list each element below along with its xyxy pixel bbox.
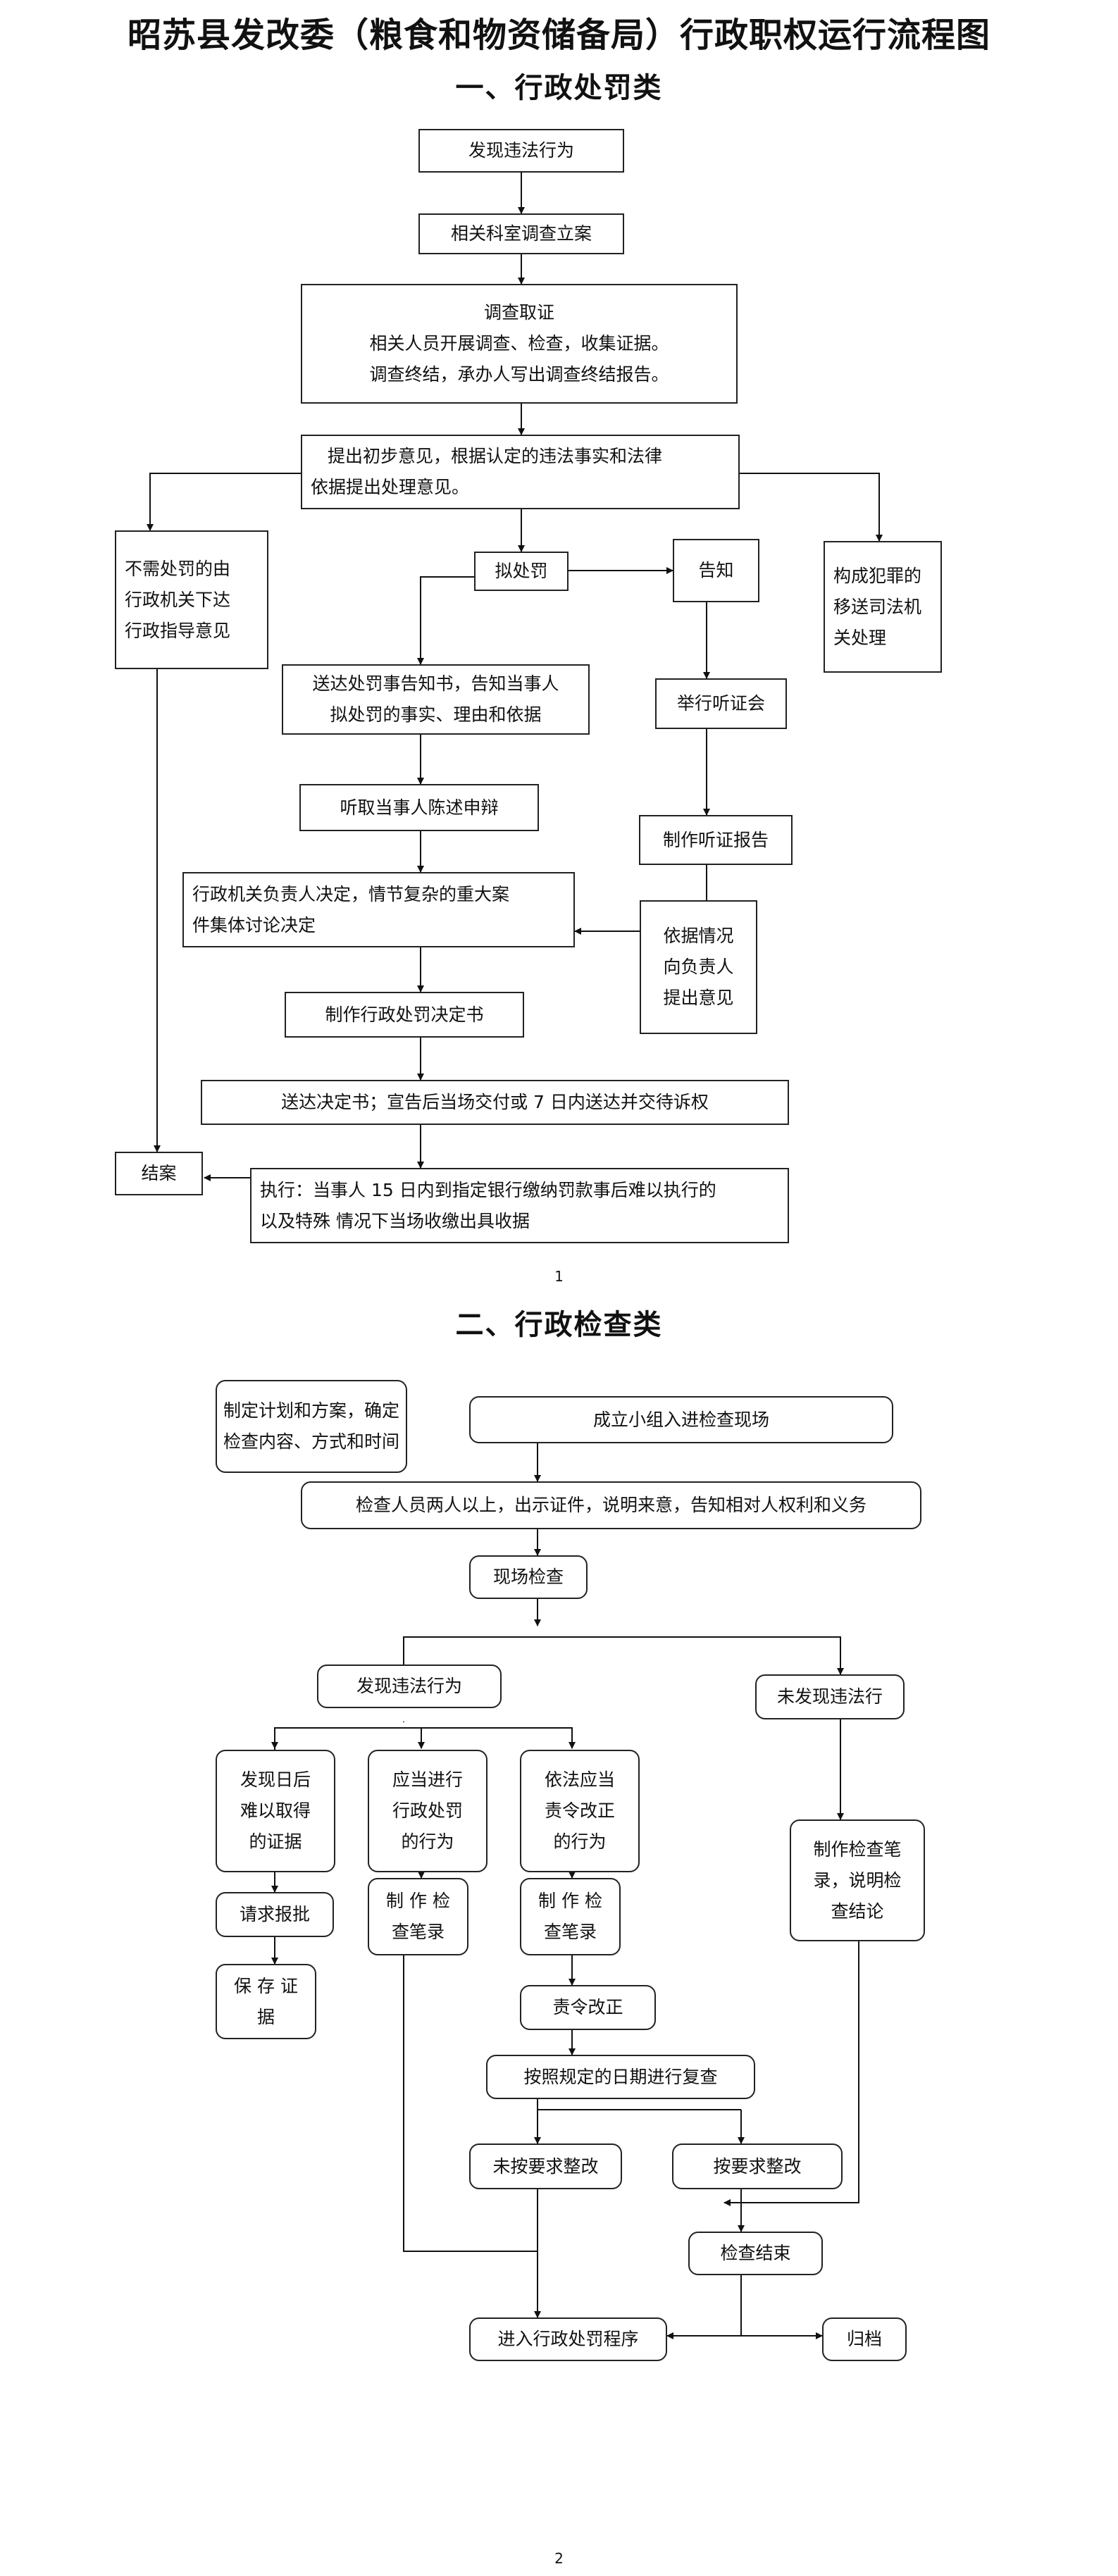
- rectified-box: 按要求整改: [672, 2143, 843, 2189]
- close-case-box: 结案: [115, 1152, 203, 1195]
- penalty-decision-doc-box: 制作行政处罚决定书: [285, 992, 524, 1038]
- decision-box: 行政机关负责人决定，情节复杂的重大案件集体讨论决定: [182, 872, 575, 947]
- hearing-report-box: 制作听证报告: [639, 815, 793, 865]
- not-rectified-box: 未按要求整改: [469, 2143, 622, 2189]
- order-correction-box: 责令改正: [520, 1985, 656, 2030]
- request-approval-box: 请求报批: [216, 1892, 334, 1937]
- present-credentials-box: 检查人员两人以上，出示证件，说明来意，告知相对人权利和义务: [301, 1481, 921, 1529]
- preserve-evidence-box: 保 存 证据: [216, 1964, 316, 2039]
- inspection-record-b-box: 制 作 检查笔录: [520, 1878, 621, 1955]
- hear-statement-box: 听取当事人陈述申辩: [299, 784, 539, 831]
- page-number: 1: [554, 1268, 564, 1285]
- enter-penalty-procedure-box: 进入行政处罚程序: [469, 2317, 667, 2361]
- inspection-end-box: 检查结束: [688, 2232, 823, 2275]
- register-case-box: 相关科室调查立案: [418, 213, 624, 254]
- archive-box: 归档: [822, 2317, 907, 2361]
- clean-record-box: 制作检查笔录，说明检查结论: [790, 1819, 925, 1941]
- report-to-leader-box: 依据情况向负责人提出意见: [640, 900, 757, 1034]
- form-team-box: 成立小组入进检查现场: [469, 1396, 893, 1443]
- plan-box: 制定计划和方案，确定检查内容、方式和时间: [216, 1380, 407, 1473]
- found-violation-box: 发现违法行为: [317, 1665, 502, 1708]
- inform-box: 告知: [673, 539, 759, 602]
- penalty-notice-box: 送达处罚事告知书，告知当事人拟处罚的事实、理由和依据: [282, 664, 590, 735]
- inspection-record-a-box: 制 作 检查笔录: [368, 1878, 468, 1955]
- page-number: 2: [554, 2550, 564, 2567]
- initial-opinion-box: 提出初步意见，根据认定的违法事实和法律依据提出处理意见。: [301, 435, 740, 509]
- hold-hearing-box: 举行听证会: [655, 678, 787, 729]
- crime-transfer-box: 构成犯罪的移送司法机关处理: [824, 541, 942, 673]
- hard-evidence-box: 发现日后难以取得的证据: [216, 1750, 335, 1872]
- document-title: 昭苏县发改委（粮食和物资储备局）行政职权运行流程图: [127, 15, 990, 55]
- recheck-box: 按照规定的日期进行复查: [486, 2055, 755, 2099]
- deliver-decision-box: 送达决定书；宣告后当场交付或 7 日内送达并交待诉权: [201, 1080, 789, 1125]
- execute-box: 执行：当事人 15 日内到指定银行缴纳罚款事后难以执行的以及特殊 情况下当场收缴…: [250, 1168, 789, 1243]
- should-correct-box: 依法应当责令改正的行为: [520, 1750, 640, 1872]
- no-penalty-box: 不需处罚的由行政机关下达行政指导意见: [115, 530, 268, 669]
- investigate-box: 调查取证相关人员开展调查、检查，收集证据。调查终结，承办人写出调查终结报告。: [301, 284, 738, 404]
- should-penalize-box: 应当进行行政处罚的行为: [368, 1750, 487, 1872]
- section-heading-penalty: 一、行政处罚类: [455, 72, 663, 104]
- section-heading-inspection: 二、行政检查类: [455, 1309, 663, 1341]
- onsite-inspection-box: 现场检查: [469, 1555, 588, 1599]
- no-violation-box: 未发现违法行: [755, 1674, 905, 1719]
- discover-violation-box: 发现违法行为: [418, 129, 624, 173]
- propose-penalty-box: 拟处罚: [474, 552, 569, 591]
